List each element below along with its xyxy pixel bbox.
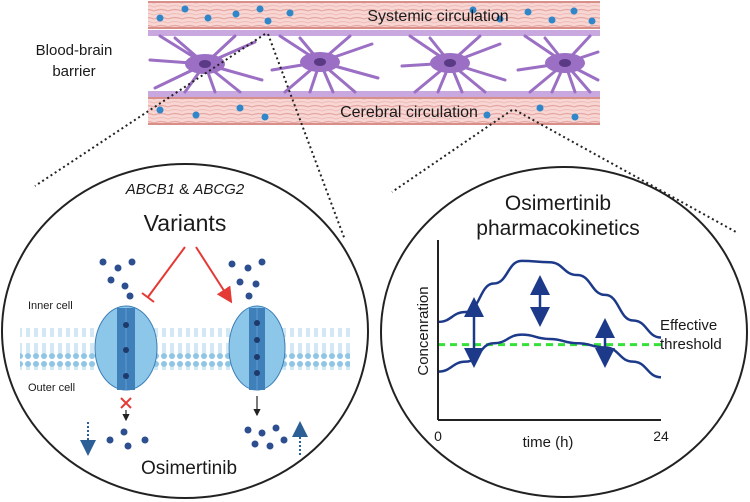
transporter-right <box>228 305 286 391</box>
left-transport-panel: ABCB1 & ABCG2 Variants Inner cell Outer … <box>1 163 369 499</box>
y-axis-label: Concenration <box>415 286 432 375</box>
pk-title-line1: Osimertinib <box>505 192 611 215</box>
cerebral-particles <box>156 104 579 121</box>
zoom-lines <box>34 33 737 241</box>
astrocyte-1 <box>148 34 264 94</box>
drug-molecules-inner <box>99 258 266 300</box>
astrocytes <box>148 34 600 94</box>
systemic-vessel: Systemic circulation <box>148 1 600 29</box>
cerebral-circulation-label: Cerebral circulation <box>340 104 478 121</box>
drug-molecules-outer <box>106 424 288 450</box>
barrier-label-line2: barrier <box>52 63 95 80</box>
cerebral-vessel: Cerebral circulation <box>148 97 600 125</box>
activation-arrow <box>195 246 233 304</box>
threshold-label-line1: Effective <box>660 317 717 334</box>
barrier-label-line1: Blood-brain <box>36 42 113 59</box>
barrier-membrane-top <box>148 30 600 97</box>
right-pk-panel: Osimertinib pharmacokinetics 0 24 time (… <box>380 166 748 498</box>
astrocyte-2 <box>270 34 380 94</box>
inner-cell-label: Inner cell <box>28 300 73 312</box>
inhibition-arrow <box>141 246 186 303</box>
pk-chart: 0 24 time (h) Concenration Effective thr… <box>415 240 722 451</box>
transporter-left <box>94 305 158 391</box>
x-tick-start: 0 <box>434 428 442 444</box>
systemic-circulation-label: Systemic circulation <box>367 8 508 25</box>
x-axis-label: time (h) <box>523 434 574 451</box>
osimertinib-label: Osimertinib <box>141 458 237 479</box>
astrocyte-4 <box>516 34 600 94</box>
gene-names: ABCB1 & ABCG2 <box>125 181 245 198</box>
threshold-label-line2: threshold <box>660 336 722 353</box>
outer-cell-label: Outer cell <box>28 382 75 394</box>
systemic-particles <box>156 5 596 25</box>
lipid-bilayer <box>20 328 350 370</box>
x-tick-end: 24 <box>653 428 669 444</box>
astrocyte-3 <box>400 34 507 94</box>
pk-title-line2: pharmacokinetics <box>476 217 639 240</box>
blocked-icon <box>120 397 132 409</box>
variants-label: Variants <box>144 210 227 236</box>
